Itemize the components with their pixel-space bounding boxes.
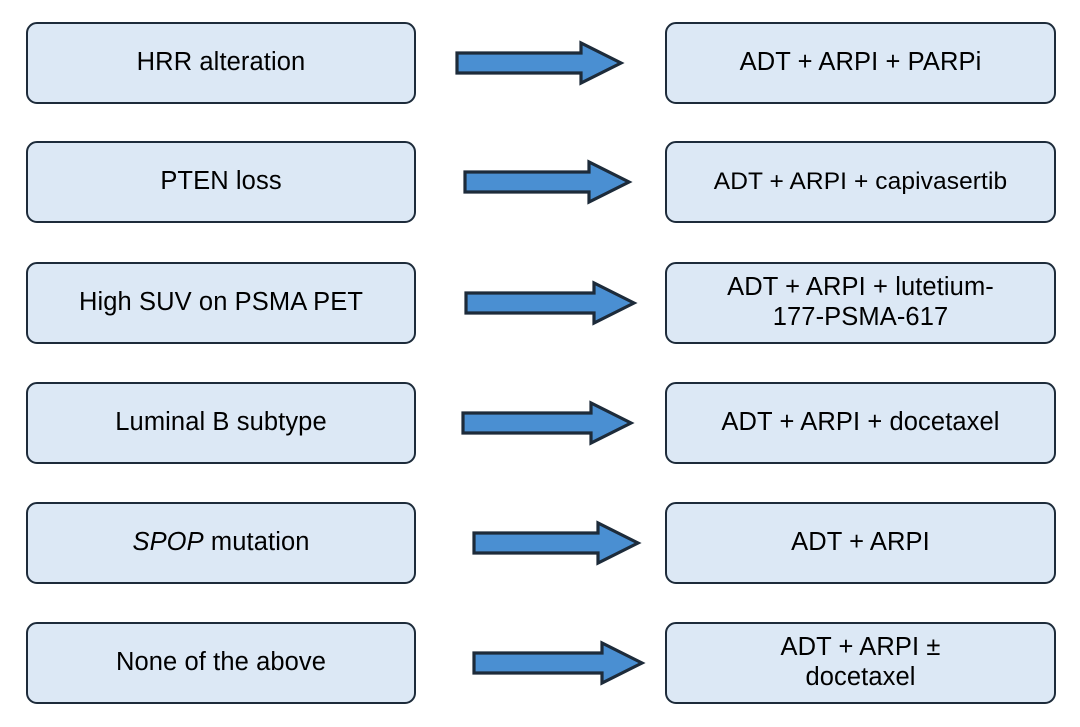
- treatment-box[interactable]: ADT + ARPI + lutetium- 177-PSMA-617: [665, 262, 1056, 344]
- condition-label: None of the above: [115, 648, 327, 677]
- right-arrow-icon: [461, 400, 635, 446]
- condition-box[interactable]: None of the above: [26, 622, 416, 704]
- condition-box[interactable]: HRR alteration: [26, 22, 416, 104]
- treatment-label: ADT + ARPI: [791, 528, 930, 557]
- condition-box[interactable]: PTEN loss: [26, 141, 416, 223]
- condition-box[interactable]: Luminal B subtype: [26, 382, 416, 464]
- treatment-label: ADT + ARPI + lutetium- 177-PSMA-617: [727, 273, 994, 331]
- right-arrow-icon: [463, 159, 633, 205]
- treatment-label: ADT + ARPI + capivasertib: [713, 167, 1008, 195]
- right-arrow-icon: [472, 640, 646, 686]
- treatment-label: ADT + ARPI ± docetaxel: [780, 633, 941, 691]
- treatment-box[interactable]: ADT + ARPI + PARPi: [665, 22, 1056, 104]
- right-arrow-icon: [464, 280, 638, 326]
- treatment-box[interactable]: ADT + ARPI + capivasertib: [665, 141, 1056, 223]
- algorithm-row: Luminal B subtype ADT + ARPI + docetaxel: [0, 382, 1080, 464]
- treatment-box[interactable]: ADT + ARPI + docetaxel: [665, 382, 1056, 464]
- condition-label: PTEN loss: [160, 167, 282, 196]
- algorithm-row: SPOP mutation ADT + ARPI: [0, 502, 1080, 584]
- algorithm-row: HRR alteration ADT + ARPI + PARPi: [0, 22, 1080, 104]
- right-arrow-icon: [455, 40, 625, 86]
- algorithm-row: PTEN loss ADT + ARPI + capivasertib: [0, 141, 1080, 223]
- condition-box[interactable]: High SUV on PSMA PET: [26, 262, 416, 344]
- algorithm-row: High SUV on PSMA PET ADT + ARPI + luteti…: [0, 262, 1080, 344]
- condition-label: SPOP mutation: [132, 528, 309, 558]
- condition-label: High SUV on PSMA PET: [78, 288, 364, 317]
- condition-label: Luminal B subtype: [115, 408, 327, 437]
- gene-name: SPOP: [132, 528, 204, 557]
- treatment-label: ADT + ARPI + docetaxel: [721, 408, 1000, 437]
- condition-suffix: mutation: [203, 528, 310, 557]
- right-arrow-icon: [472, 520, 642, 566]
- treatment-box[interactable]: ADT + ARPI ± docetaxel: [665, 622, 1056, 704]
- condition-label: HRR alteration: [136, 48, 306, 77]
- algorithm-row: None of the above ADT + ARPI ± docetaxel: [0, 622, 1080, 704]
- condition-box[interactable]: SPOP mutation: [26, 502, 416, 584]
- treatment-label: ADT + ARPI + PARPi: [739, 48, 982, 77]
- treatment-box[interactable]: ADT + ARPI: [665, 502, 1056, 584]
